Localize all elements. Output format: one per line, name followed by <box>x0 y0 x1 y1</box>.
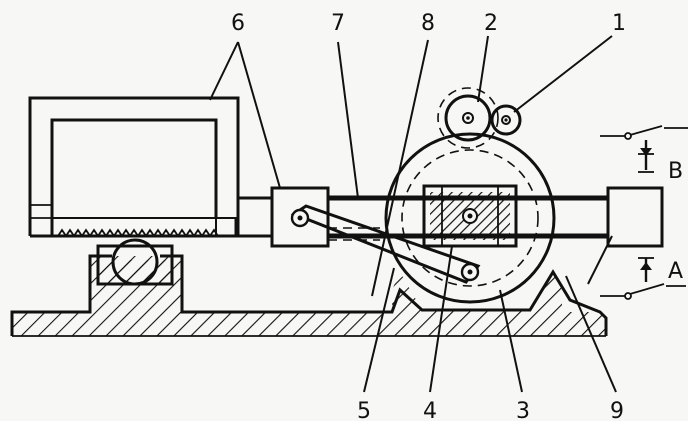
connecting-link <box>290 204 481 284</box>
gear-pair <box>437 87 522 149</box>
eccentric-disk <box>384 132 556 304</box>
limit-switch-a <box>600 257 686 300</box>
label-4: 4 <box>423 399 437 421</box>
label-1: 1 <box>612 11 626 36</box>
label-switch-a: A <box>668 259 683 284</box>
roller-bearing <box>96 238 174 286</box>
limit-switch-b <box>600 125 688 173</box>
label-3: 3 <box>516 399 530 421</box>
end-stop-block <box>606 186 664 248</box>
label-6: 6 <box>231 11 245 36</box>
label-8: 8 <box>421 11 435 36</box>
slider-block <box>236 186 330 248</box>
center-block <box>422 184 518 248</box>
label-5: 5 <box>357 399 371 421</box>
label-9: 9 <box>610 399 624 421</box>
frame-housing <box>28 96 240 238</box>
label-7: 7 <box>331 11 345 36</box>
label-2: 2 <box>484 11 498 36</box>
leader-lines <box>209 35 617 393</box>
label-switch-b: B <box>668 159 683 184</box>
